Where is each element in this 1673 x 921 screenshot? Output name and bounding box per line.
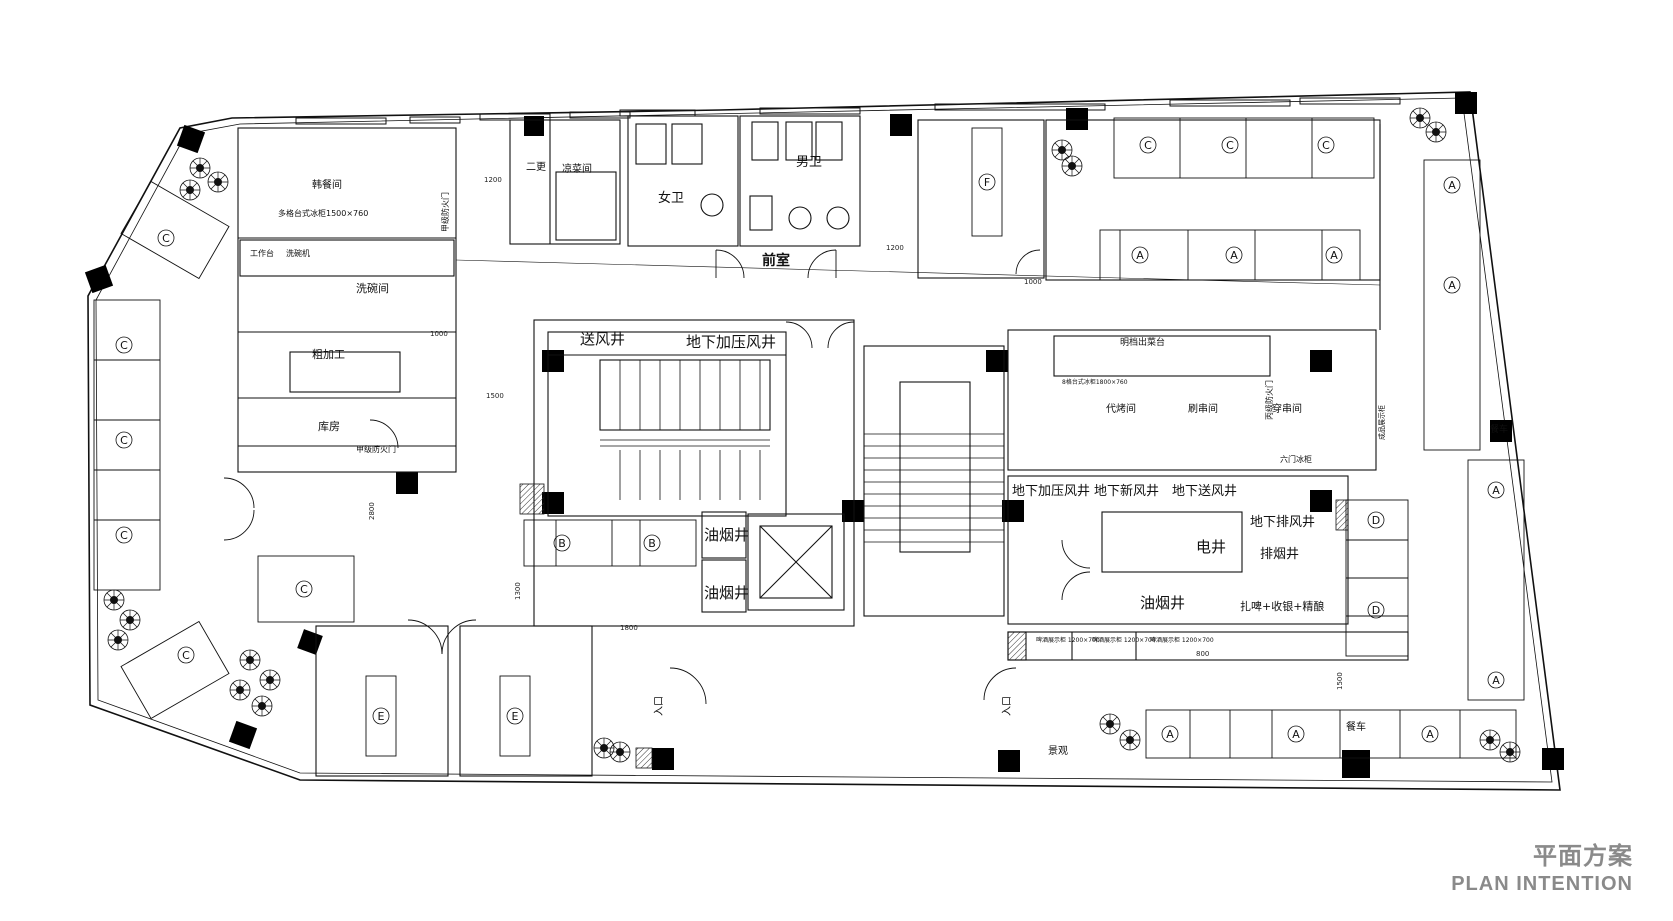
room-zhapi: 扎啤+收银+精酿 <box>1240 599 1324 613</box>
shaft-youyan-3: 油烟井 <box>1140 594 1185 612</box>
seat-c: C <box>120 434 128 447</box>
seating-layout <box>93 117 1525 759</box>
seat-d: D <box>1372 604 1380 617</box>
room-daikao: 代烤间 <box>1106 402 1136 415</box>
seat-a: A <box>1330 249 1338 262</box>
room-canche-1: 餐车 <box>1490 423 1508 435</box>
room-nanwei: 男卫 <box>796 155 822 170</box>
seat-a: A <box>1426 728 1434 741</box>
dim-4: 1800 <box>620 624 638 632</box>
door-exit-1: 入口 <box>654 696 665 716</box>
caption-title-en: PLAN INTENTION <box>1451 873 1633 895</box>
equipment-notes: 多格台式冰柜1500×760 工作台 洗碗机 六门冰柜 啤酒展示柜 1200×7… <box>250 208 1312 644</box>
room-liangcai: 凉菜间 <box>562 162 592 175</box>
seat-a: A <box>1230 249 1238 262</box>
seat-e: E <box>378 710 385 723</box>
room-shuayou: 刷串间 <box>1188 402 1218 415</box>
seat-letters: A A A C C C A A A A A A A C C C C C B B … <box>120 139 1500 741</box>
shaft-youyan-1: 油烟井 <box>704 526 749 544</box>
seat-c: C <box>1322 139 1330 152</box>
seat-d: D <box>1372 514 1380 527</box>
door-fire-1: 甲级防火门 <box>440 192 450 232</box>
seat-markers <box>115 136 1505 743</box>
caption-title-cn: 平面方案 <box>1533 842 1633 870</box>
dim-9: 2800 <box>368 502 376 520</box>
room-hanchan: 韩餐间 <box>312 178 342 191</box>
seat-c: C <box>162 232 170 245</box>
seat-a: A <box>1448 179 1456 192</box>
seat-a: A <box>1292 728 1300 741</box>
seat-b: B <box>558 537 566 550</box>
shaft-jiaya: 地下加压风井 <box>686 333 776 351</box>
door-fire-3: 丙级防火门 <box>1264 380 1274 420</box>
room-cujiagong: 粗加工 <box>312 348 345 361</box>
note-2: 工作台 <box>250 248 274 258</box>
room-nvwei: 女卫 <box>658 190 684 206</box>
seat-c: C <box>1144 139 1152 152</box>
dim-1: 1200 <box>484 176 502 184</box>
room-labels: 前室 男卫 女卫 二更 凉菜间 韩餐间 洗碗间 粗加工 库房 代烤间 刷串间 穿… <box>312 155 1508 757</box>
room-fenggan: 成品展示柜 <box>1377 405 1386 440</box>
note-3: 洗碗机 <box>286 248 310 258</box>
seat-a: A <box>1448 279 1456 292</box>
seat-b: B <box>648 537 656 550</box>
dim-8: 1300 <box>514 582 522 600</box>
seat-c: C <box>120 339 128 352</box>
seat-f: F <box>984 176 990 189</box>
seat-c: C <box>1226 139 1234 152</box>
shaft-dianjing: 电井 <box>1196 538 1226 556</box>
dim-2: 1000 <box>430 330 448 338</box>
window-strips <box>295 97 1401 125</box>
dim-5: 800 <box>1196 650 1209 658</box>
room-erci: 二更 <box>526 161 546 173</box>
shaft-jiaya-2: 地下加压风井 <box>1012 484 1090 499</box>
seat-e: E <box>512 710 519 723</box>
door-labels: 甲级防火门 甲级防火门 丙级防火门 入口 入口 <box>356 192 1274 716</box>
seat-c: C <box>300 583 308 596</box>
dim-3: 1500 <box>486 392 504 400</box>
note-6: 啤酒展示柜 1200×700 <box>1092 636 1156 644</box>
seat-c: C <box>182 649 190 662</box>
note-8: 8格台式冰柜1800×760 <box>1062 378 1128 386</box>
seat-a: A <box>1492 674 1500 687</box>
room-mingdang: 明档出菜台 <box>1120 336 1165 348</box>
dim-10: 1500 <box>1336 672 1344 690</box>
room-kufang: 库房 <box>318 420 340 433</box>
seat-a: A <box>1136 249 1144 262</box>
door-fire-2: 甲级防火门 <box>356 444 396 454</box>
room-jingguan: 景观 <box>1048 745 1068 757</box>
dimension-labels: 1200 1000 1500 1800 800 1200 1000 1300 2… <box>368 176 1344 690</box>
dim-6: 1200 <box>886 244 904 252</box>
room-canche-2: 餐车 <box>1346 720 1366 733</box>
note-7: 啤酒展示柜 1200×700 <box>1150 636 1214 644</box>
shaft-youyan-2: 油烟井 <box>704 584 749 602</box>
shaft-songfeng: 送风井 <box>580 330 625 348</box>
doors <box>223 249 1091 705</box>
seat-a: A <box>1166 728 1174 741</box>
shaft-paiyan: 排烟井 <box>1260 547 1299 562</box>
seat-a: A <box>1492 484 1500 497</box>
note-1: 多格台式冰柜1500×760 <box>278 208 368 218</box>
shaft-paifeng: 地下排风井 <box>1250 515 1315 530</box>
shaft-xinfeng: 地下新风井 <box>1094 483 1159 499</box>
room-qianshi: 前室 <box>762 252 790 269</box>
door-exit-2: 入口 <box>1002 696 1013 716</box>
note-5: 啤酒展示柜 1200×700 <box>1036 636 1100 644</box>
interior-walls <box>237 115 1409 777</box>
seat-c: C <box>120 529 128 542</box>
plan-caption: 平面方案 PLAN INTENTION <box>1451 836 1633 896</box>
shaft-songfeng-2: 地下送风井 <box>1172 484 1237 499</box>
note-4: 六门冰柜 <box>1280 454 1312 464</box>
dim-7: 1000 <box>1024 278 1042 286</box>
room-chuanchuan: 穿串间 <box>1272 402 1302 415</box>
shaft-labels: 送风井 地下加压风井 油烟井 油烟井 地下加压风井 地下新风井 地下送风井 地下… <box>580 330 1315 612</box>
room-xiwan: 洗碗间 <box>356 281 389 295</box>
